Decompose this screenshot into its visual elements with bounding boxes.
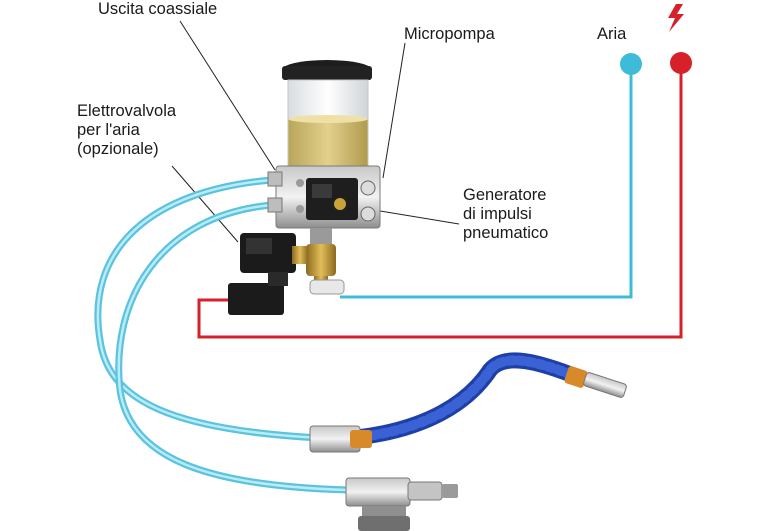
pulse-generator <box>306 178 358 220</box>
label-elettrovalvola: Elettrovalvola per l'aria (opzionale) <box>77 102 177 158</box>
coolant-nozzle <box>309 352 627 453</box>
power-lightning-icon <box>668 4 684 32</box>
electric-connector-dot <box>670 52 692 74</box>
label-micropompa: Micropompa <box>404 25 495 43</box>
label-aria: Aria <box>597 25 627 43</box>
solenoid-valve <box>228 233 308 315</box>
leader-lines <box>171 20 460 243</box>
lower-spray-fitting <box>345 477 458 531</box>
air-tubes <box>94 176 352 494</box>
label-generatore: Generatore di impulsi pneumatico <box>463 186 549 242</box>
brass-fitting <box>306 228 345 295</box>
air-line <box>340 64 633 299</box>
air-connector-dot <box>620 53 642 75</box>
oil-reservoir <box>282 60 372 169</box>
label-uscita-coassiale: Uscita coassiale <box>98 0 218 18</box>
electric-line <box>197 63 683 339</box>
